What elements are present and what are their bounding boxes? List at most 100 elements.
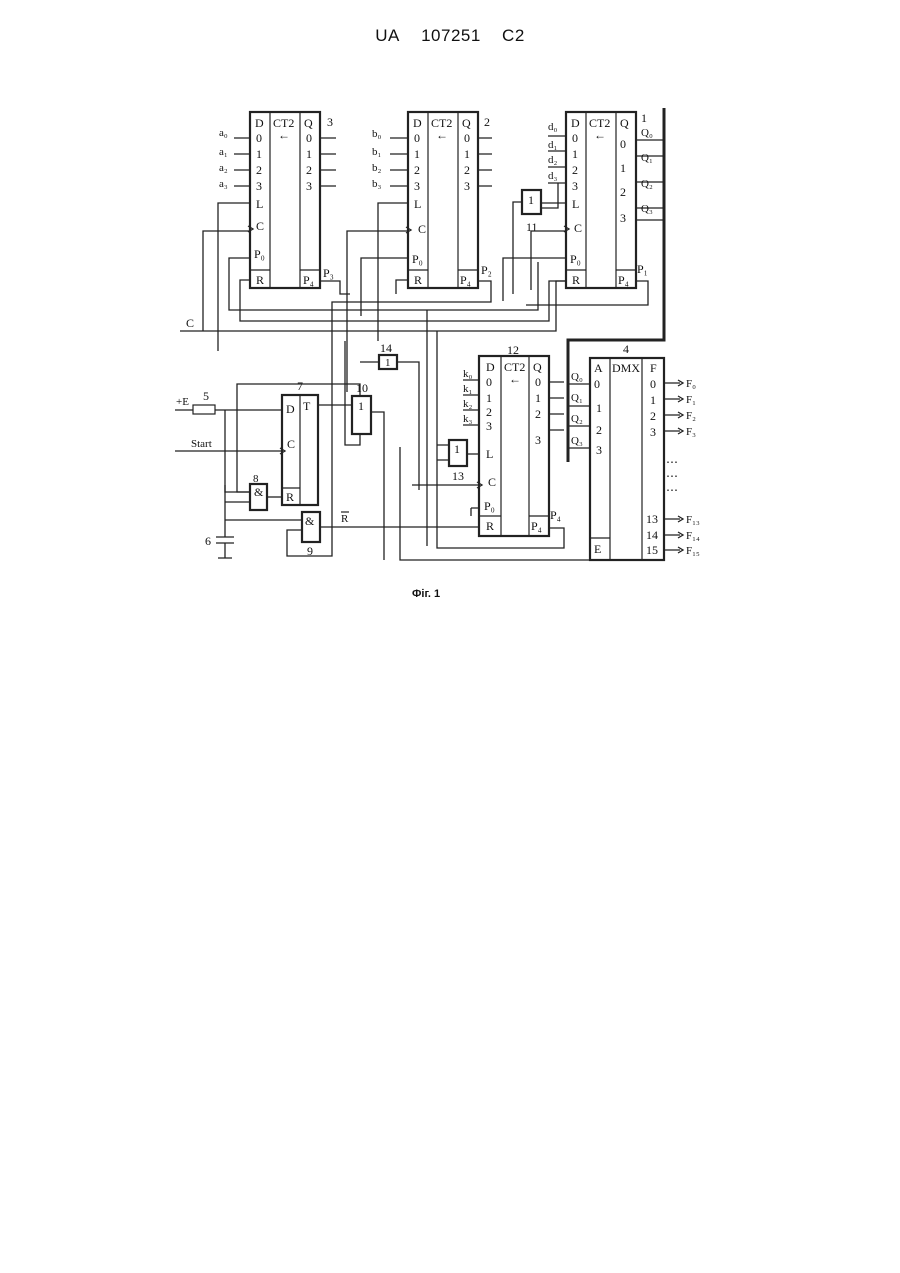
counter-k-out-2: 2 bbox=[535, 407, 541, 421]
counter-k-l-label: L bbox=[486, 447, 493, 461]
counter-a-q-label: Q bbox=[304, 116, 313, 130]
demux-dots-1: ⋯ bbox=[666, 455, 678, 469]
counter-k-input-0: k₀ bbox=[463, 368, 473, 380]
counter-d-input-2: d₂ bbox=[548, 154, 558, 166]
demux-output-3: F₃ bbox=[686, 426, 696, 438]
capacitor: 6 bbox=[205, 410, 234, 558]
counter-b-input-3: b₃ bbox=[372, 178, 382, 190]
or-gate-14-symbol: 1 bbox=[385, 357, 391, 369]
counter-a: D CT2 Q ← 3 0 1 2 3 0 1 2 3 L C P₀ R P₄ … bbox=[219, 112, 336, 288]
counter-b-in-3: 3 bbox=[414, 179, 420, 193]
demux-output-14: F₁₄ bbox=[686, 530, 700, 542]
demux: 4 A DMX F 0 1 2 3 E 0 1 2 3 13 14 15 F₀ … bbox=[568, 342, 700, 560]
counter-b-p4-label: P₄ bbox=[460, 273, 471, 287]
counter-d-out-1: 1 bbox=[620, 161, 626, 175]
counter-d-out-0: 0 bbox=[620, 137, 626, 151]
counter-d-q-label: Q bbox=[620, 116, 629, 130]
or-gate-10-symbol: 1 bbox=[358, 399, 364, 413]
trigger-number: 7 bbox=[297, 379, 303, 393]
counter-a-in-3: 3 bbox=[256, 179, 262, 193]
demux-output-15: F₁₅ bbox=[686, 545, 700, 557]
counter-a-r-label: R bbox=[256, 273, 264, 287]
counter-k-input-3: k₃ bbox=[463, 413, 473, 425]
counter-d-output-1: Q₁ bbox=[641, 152, 653, 164]
counter-b-c-label: C bbox=[418, 222, 426, 236]
counter-b-out-3: 3 bbox=[464, 179, 470, 193]
counter-k-out-1: 1 bbox=[535, 391, 541, 405]
counter-k-r-label: R bbox=[486, 519, 494, 533]
counter-a-d-label: D bbox=[255, 116, 264, 130]
counter-b-r-label: R bbox=[414, 273, 422, 287]
counter-d-output-3: Q₃ bbox=[641, 203, 653, 215]
counter-b-in-1: 1 bbox=[414, 147, 420, 161]
counter-a-in-2: 2 bbox=[256, 163, 262, 177]
counter-b-out-0: 0 bbox=[464, 131, 470, 145]
counter-d-input-1: d₁ bbox=[548, 139, 558, 151]
resistor: +E 5 bbox=[175, 389, 282, 414]
resistor-number: 5 bbox=[203, 389, 209, 403]
counter-d-in-1: 1 bbox=[572, 147, 578, 161]
counter-a-out-3: 3 bbox=[306, 179, 312, 193]
counter-k-input-2: k₂ bbox=[463, 398, 473, 410]
counter-d-number: 1 bbox=[641, 111, 647, 125]
counter-d-in-2: 2 bbox=[572, 163, 578, 177]
counter-b-in-0: 0 bbox=[414, 131, 420, 145]
counter-k-pout-label: P₄ bbox=[550, 508, 561, 522]
demux-out-13: 13 bbox=[646, 512, 658, 526]
demux-a-label: A bbox=[594, 361, 603, 375]
counter-a-p0-label: P₀ bbox=[254, 247, 265, 261]
counter-d-in-3: 3 bbox=[572, 179, 578, 193]
counter-b-out-2: 2 bbox=[464, 163, 470, 177]
counter-k-number: 12 bbox=[507, 343, 519, 357]
counter-a-in-0: 0 bbox=[256, 131, 262, 145]
counter-k-p4-label: P₄ bbox=[531, 519, 542, 533]
counter-a-input-2: a₂ bbox=[219, 162, 228, 174]
or-gate-11-symbol: 1 bbox=[528, 193, 534, 207]
counter-d-p4-label: P₄ bbox=[618, 273, 629, 287]
clock-line bbox=[180, 281, 566, 331]
counter-d-l-label: L bbox=[572, 197, 579, 211]
demux-output-1: F₁ bbox=[686, 394, 696, 406]
demux-output-13: F₁₃ bbox=[686, 514, 700, 526]
counter-a-out-2: 2 bbox=[306, 163, 312, 177]
demux-e-label: E bbox=[594, 542, 601, 556]
counter-k-q-label: Q bbox=[533, 360, 542, 374]
counter-k-in-2: 2 bbox=[486, 405, 492, 419]
counter-a-c-label: C bbox=[256, 219, 264, 233]
demux-out-15: 15 bbox=[646, 543, 658, 557]
counter-b-out-1: 1 bbox=[464, 147, 470, 161]
clock-label: C bbox=[186, 316, 194, 330]
demux-type: DMX bbox=[612, 361, 640, 375]
counter-b-pout-label: P₂ bbox=[481, 263, 492, 277]
counter-d-c-label: C bbox=[574, 221, 582, 235]
demux-input-2: Q₂ bbox=[571, 413, 583, 425]
or-gate-13-number: 13 bbox=[452, 469, 464, 483]
trigger-t-label: T bbox=[303, 399, 311, 413]
counter-d-pout-label: P₁ bbox=[637, 262, 648, 276]
counter-k: D CT2 Q ← 12 0 1 2 3 0 1 2 3 L C P₀ R P₄… bbox=[463, 343, 564, 536]
demux-out-1: 1 bbox=[650, 393, 656, 407]
counter-a-input-0: a₀ bbox=[219, 127, 228, 139]
counter-k-in-1: 1 bbox=[486, 391, 492, 405]
counter-b: D CT2 Q ← 2 0 1 2 3 0 1 2 3 L C P₀ R P₄ … bbox=[372, 112, 492, 288]
and-gate-8-number: 8 bbox=[253, 473, 259, 485]
counter-a-l-label: L bbox=[256, 197, 263, 211]
demux-out-14: 14 bbox=[646, 528, 658, 542]
demux-output-2: F₂ bbox=[686, 410, 696, 422]
demux-out-0: 0 bbox=[650, 377, 656, 391]
counter-a-out-1: 1 bbox=[306, 147, 312, 161]
capacitor-number: 6 bbox=[205, 534, 211, 548]
or-gate-10-number: 10 bbox=[356, 381, 368, 395]
counter-k-out-0: 0 bbox=[535, 375, 541, 389]
counter-d-r-label: R bbox=[572, 273, 580, 287]
demux-input-1: Q₁ bbox=[571, 392, 583, 404]
counter-b-input-1: b₁ bbox=[372, 146, 382, 158]
demux-addr-2: 2 bbox=[596, 423, 602, 437]
counter-b-arrow: ← bbox=[436, 128, 448, 142]
demux-input-0: Q₀ bbox=[571, 371, 583, 383]
counter-a-input-3: a₃ bbox=[219, 178, 228, 190]
trigger: 7 D T C R bbox=[280, 379, 318, 505]
counter-a-pout-label: P₃ bbox=[323, 266, 334, 280]
counter-b-p0-label: P₀ bbox=[412, 252, 423, 266]
